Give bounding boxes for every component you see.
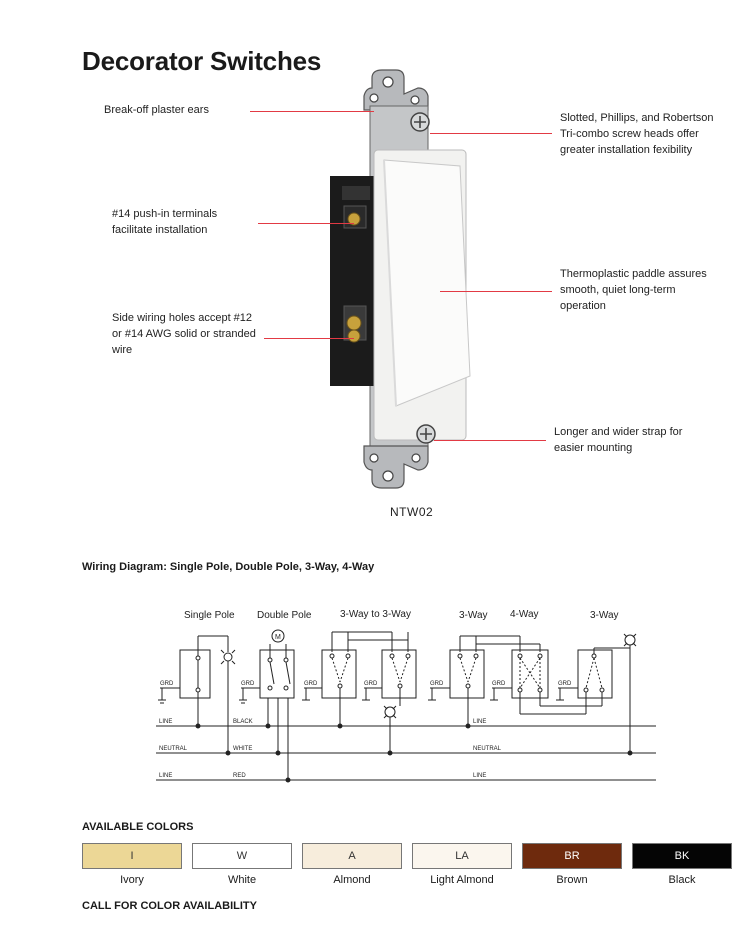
leader-line-ears — [250, 111, 374, 112]
wiring-diagram: Single Pole Double Pole 3-Way to 3-Way 3… — [156, 609, 656, 783]
grd-label: GRD — [364, 681, 378, 687]
leader-line-push-in — [258, 223, 354, 224]
header-3way-b: 3-Way — [590, 610, 619, 621]
color-swatch-black: BK — [632, 843, 732, 869]
bus-label-line: LINE — [159, 719, 172, 725]
grd-label: GRD — [160, 681, 174, 687]
color-name-brown: Brown — [556, 874, 588, 886]
callout-text: Tri-combo screw heads offer — [560, 128, 699, 140]
grd-label: GRD — [430, 681, 444, 687]
callout-text: Slotted, Phillips, and Robertson — [560, 112, 714, 124]
callout-text: Break-off plaster ears — [104, 104, 209, 116]
bus-label-white: WHITE — [233, 746, 252, 752]
header-3way-to-3way: 3-Way to 3-Way — [340, 609, 411, 620]
available-colors-title: AVAILABLE COLORS — [82, 821, 194, 833]
callout-text: wire — [112, 344, 133, 356]
bus-label-neutral: NEUTRAL — [159, 746, 188, 752]
color-swatch-light-almond: LA — [412, 843, 512, 869]
bus-label-neutral-right: NEUTRAL — [473, 746, 502, 752]
bus-label-black: BLACK — [233, 719, 253, 725]
grd-label: GRD — [241, 681, 255, 687]
color-name-black: Black — [668, 874, 696, 886]
header-double-pole: Double Pole — [257, 610, 312, 621]
callout-text: greater installation fexibility — [560, 144, 693, 156]
grd-label: GRD — [492, 681, 506, 687]
callout-side-wiring: Side wiring holes accept #12 or #14 AWG … — [112, 310, 256, 358]
single-pole-switch: GRD — [158, 635, 236, 756]
bus-label-line-bottom: LINE — [159, 773, 172, 779]
leader-line-side-wiring — [264, 338, 354, 339]
callout-text: facilitate installation — [112, 224, 208, 236]
color-name-ivory: Ivory — [120, 874, 144, 886]
page-title: Decorator Switches — [82, 46, 322, 76]
callout-text: #14 push-in terminals — [112, 208, 218, 220]
callout-paddle: Thermoplastic paddle assures smooth, qui… — [560, 266, 707, 314]
bus-label-line-bottom-right: LINE — [473, 773, 486, 779]
bus-label-red: RED — [233, 773, 246, 779]
grd-label: GRD — [558, 681, 572, 687]
callout-text: operation — [560, 300, 606, 312]
motor-label: M — [275, 634, 281, 641]
decorator-switch-illustration — [330, 69, 471, 489]
color-availability-note: CALL FOR COLOR AVAILABILITY — [82, 900, 257, 912]
callout-text: Thermoplastic paddle assures — [560, 268, 707, 280]
callout-plaster-ears: Break-off plaster ears — [104, 102, 209, 118]
leader-line-screw-heads — [430, 133, 552, 134]
header-3way-a: 3-Way — [459, 610, 488, 621]
color-swatch-brown: BR — [522, 843, 622, 869]
callout-screw-heads: Slotted, Phillips, and Robertson Tri-com… — [560, 110, 713, 158]
callout-text: Side wiring holes accept #12 — [112, 312, 253, 324]
callout-text: Longer and wider strap for — [554, 426, 683, 438]
wiring-diagram-title: Wiring Diagram: Single Pole, Double Pole… — [82, 561, 375, 573]
color-swatch-almond: A — [302, 843, 402, 869]
bus-label-line-right: LINE — [473, 719, 486, 725]
model-number: NTW02 — [390, 505, 434, 519]
grd-label: GRD — [304, 681, 318, 687]
callout-text: or #14 AWG solid or stranded — [112, 328, 256, 340]
color-name-almond: Almond — [333, 874, 371, 886]
color-name-light-almond: Light Almond — [430, 874, 494, 886]
leader-line-paddle — [440, 291, 552, 292]
three-way-four-way-switches: GRD GRD GRD — [428, 633, 637, 756]
callout-push-in-terminals: #14 push-in terminals facilitate install… — [112, 206, 217, 238]
color-swatch-white: W — [192, 843, 292, 869]
leader-line-strap — [434, 440, 546, 441]
double-pole-switch: M GRD — [239, 629, 295, 783]
color-swatch-ivory: I — [82, 843, 182, 869]
callout-text: easier mounting — [554, 442, 633, 454]
header-single-pole: Single Pole — [184, 610, 235, 621]
callout-text: smooth, quiet long-term — [560, 284, 676, 296]
color-name-white: White — [227, 874, 257, 886]
callout-strap: Longer and wider strap for easier mounti… — [554, 424, 682, 456]
three-way-to-three-way-switches: GRD GRD — [302, 631, 417, 756]
header-4way: 4-Way — [510, 609, 539, 620]
